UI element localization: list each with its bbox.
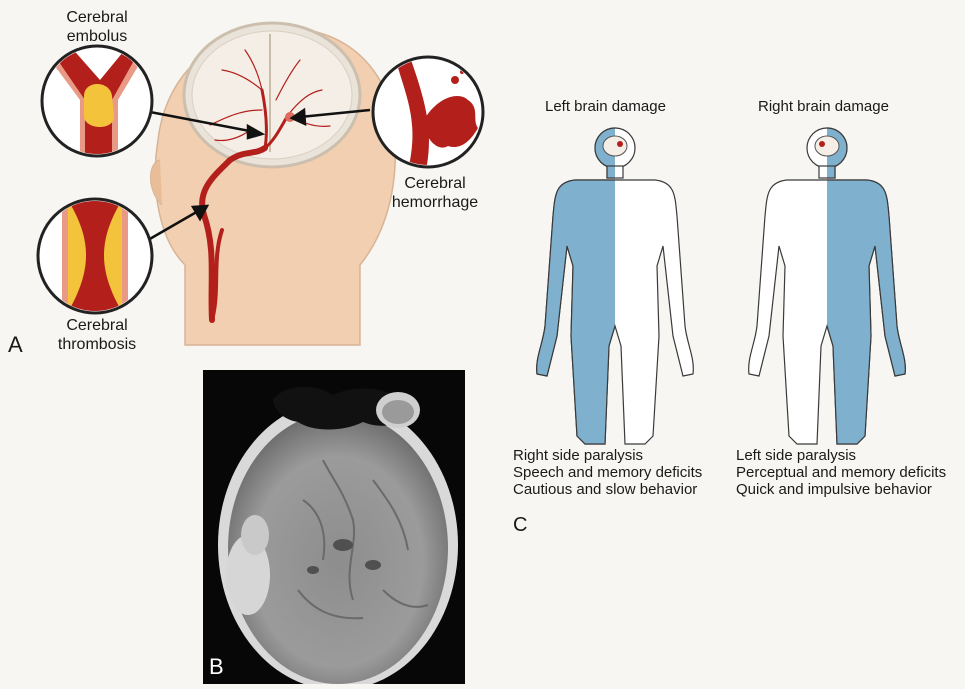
body-figures	[505, 118, 965, 448]
left-damage-effects: Right side paralysis Speech and memory d…	[513, 447, 702, 498]
right-effect-2: Perceptual and memory deficits	[736, 464, 946, 481]
panel-b-letter: B	[209, 654, 224, 680]
ct-scan-image	[203, 370, 465, 684]
left-effect-1: Right side paralysis	[513, 447, 702, 464]
left-effect-2: Speech and memory deficits	[513, 464, 702, 481]
thrombosis-label: Cerebral thrombosis	[42, 316, 152, 354]
right-effect-3: Quick and impulsive behavior	[736, 481, 946, 498]
embolus-label: Cerebral embolus	[52, 8, 142, 46]
hemorrhage-label-line1: Cerebral	[380, 174, 490, 193]
hemorrhage-label-line2: hemorrhage	[380, 193, 490, 212]
panel-b: B	[203, 370, 465, 684]
hemorrhage-inset	[373, 57, 483, 170]
thrombosis-inset	[38, 196, 152, 316]
panel-c: Left brain damage Right brain damage	[505, 90, 965, 550]
right-damage-title: Right brain damage	[758, 98, 889, 115]
panel-c-letter: C	[513, 514, 527, 537]
hemorrhage-label: Cerebral hemorrhage	[380, 174, 490, 212]
embolus-inset	[40, 46, 152, 160]
ear	[151, 160, 163, 205]
panel-a-letter: A	[8, 332, 23, 358]
panel-a: Cerebral embolus Cerebral hemorrhage Cer…	[0, 0, 500, 360]
thrombosis-label-line2: thrombosis	[42, 335, 152, 354]
embolus-label-line1: Cerebral	[52, 8, 142, 27]
left-effect-3: Cautious and slow behavior	[513, 481, 702, 498]
right-damage-effects: Left side paralysis Perceptual and memor…	[736, 447, 946, 498]
left-damage-title: Left brain damage	[545, 98, 666, 115]
right-effect-1: Left side paralysis	[736, 447, 946, 464]
embolus-label-line2: embolus	[52, 27, 142, 46]
thrombosis-label-line1: Cerebral	[42, 316, 152, 335]
